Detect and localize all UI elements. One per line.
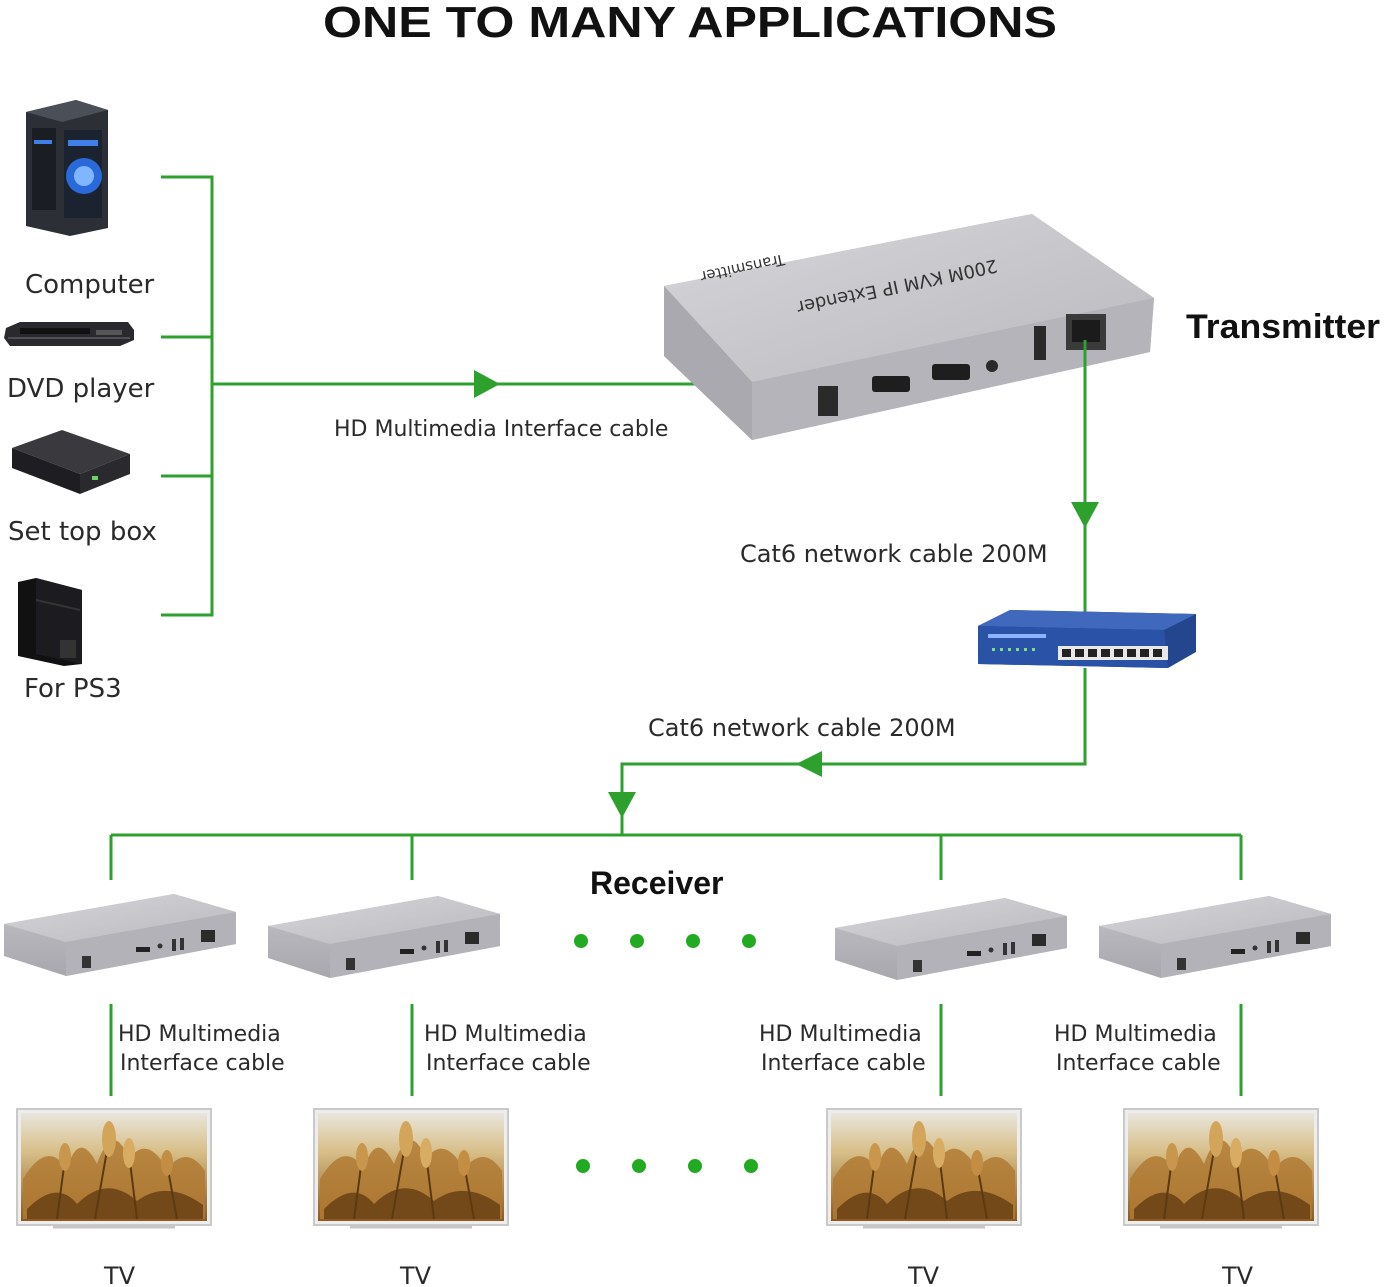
cat6-label-bottom: Cat6 network cable 200M [648, 714, 956, 742]
receiver-cable-line1: HD Multimedia [759, 1022, 922, 1047]
receiver-device-icon [4, 894, 236, 976]
source-ps3: For PS3 [18, 578, 122, 704]
hdmi-cable-label: HD Multimedia Interface cable [334, 417, 668, 442]
receiver-cable-line2: Interface cable [1056, 1051, 1221, 1076]
receiver-device-icon [268, 896, 500, 978]
set-top-box-icon [12, 430, 130, 494]
tv-icon [825, 1107, 1023, 1229]
receiver-device-icon [835, 898, 1067, 980]
tv-label: TV [907, 1262, 940, 1287]
receiver-unit: HD Multimedia Interface cable TV [4, 894, 285, 1287]
cat6-arrow-down [1071, 502, 1099, 528]
tv-label: TV [1221, 1262, 1254, 1287]
tv-icon [1122, 1107, 1320, 1229]
source-label-computer: Computer [25, 270, 155, 300]
transmitter-device-icon: 200M KVM IP Extender Transmitter [664, 214, 1154, 440]
tv-label: TV [103, 1262, 136, 1287]
tv-label: TV [399, 1262, 432, 1287]
network-switch-icon [978, 610, 1196, 668]
receiver-unit: HD Multimedia Interface cable TV [759, 898, 1067, 1287]
source-set-top-box: Set top box [8, 430, 157, 547]
receiver-cable-line2: Interface cable [426, 1051, 591, 1076]
computer-tower-icon [26, 100, 108, 236]
receiver-device-icon [1099, 896, 1331, 978]
receiver-unit: HD Multimedia Interface cable TV [268, 896, 591, 1287]
hdmi-arrow [474, 370, 500, 398]
receiver-ellipsis-dots [574, 934, 756, 948]
tv-icon [15, 1107, 213, 1229]
tv-ellipsis-dots [576, 1159, 758, 1173]
source-label-dvd-player: DVD player [7, 374, 155, 404]
dvd-player-icon [4, 322, 134, 346]
page-title: ONE TO MANY APPLICATIONS [323, 0, 1057, 47]
tv-icon [312, 1107, 510, 1229]
receiver-cable-line2: Interface cable [761, 1051, 926, 1076]
source-label-set-top-box: Set top box [8, 517, 157, 547]
receiver-cable-line1: HD Multimedia [118, 1022, 281, 1047]
cat6-label-top: Cat6 network cable 200M [740, 540, 1048, 568]
source-dvd-player: DVD player [4, 322, 155, 404]
source-computer: Computer [25, 100, 155, 300]
cat6-arrow-left [796, 751, 822, 777]
receiver-cable-line1: HD Multimedia [1054, 1022, 1217, 1047]
game-console-icon [18, 578, 82, 666]
receiver-cable-line1: HD Multimedia [424, 1022, 587, 1047]
transmitter-label: Transmitter [1186, 308, 1380, 346]
receiver-label: Receiver [590, 865, 723, 901]
source-label-ps3: For PS3 [24, 674, 122, 704]
receiver-cable-line2: Interface cable [120, 1051, 285, 1076]
receiver-unit: HD Multimedia Interface cable TV [1054, 896, 1331, 1287]
receiver-arrow-down [608, 792, 636, 818]
